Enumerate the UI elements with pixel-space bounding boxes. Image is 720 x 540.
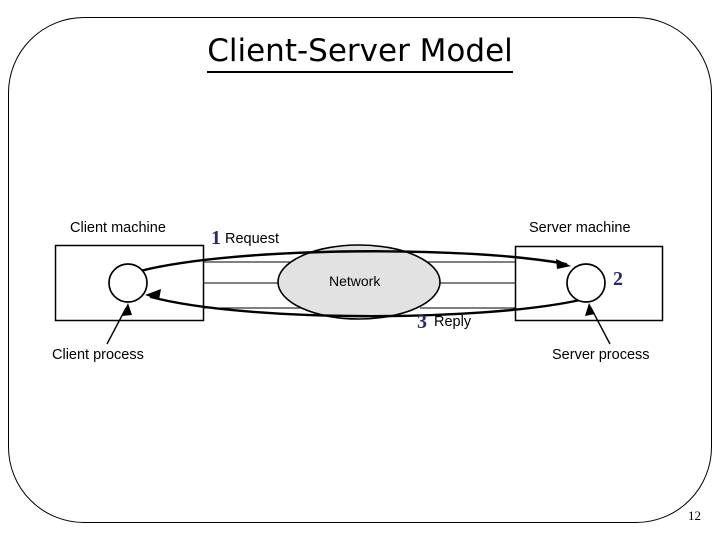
step-number-2: 2 [613,268,623,290]
server-machine-label: Server machine [529,220,631,236]
client-process-pointer-arrowhead [122,303,132,316]
server-machine-box [514,245,664,322]
client-machine-label: Client machine [70,220,166,236]
step-number-1: 1 [211,227,221,249]
client-process-label: Client process [52,347,144,363]
client-process-circle [108,263,148,303]
step-number-3: 3 [417,311,427,333]
page-number: 12 [688,508,701,523]
server-process-pointer-arrowhead [585,303,595,316]
network-ellipse [277,244,441,320]
server-process-label: Server process [552,347,650,363]
network-label: Network [329,273,381,289]
request-arrow [138,250,568,273]
request-label: Request [225,231,280,247]
server-process-circle [566,263,606,303]
page-title-text: Client-Server Model [207,33,513,73]
reply-label: Reply [434,314,472,330]
page-title: Client-Server Model [0,33,720,73]
client-process-pointer-line [106,307,127,345]
request-arrowhead [556,259,571,269]
reply-arrowhead [145,289,161,300]
reply-arrow [149,295,582,318]
